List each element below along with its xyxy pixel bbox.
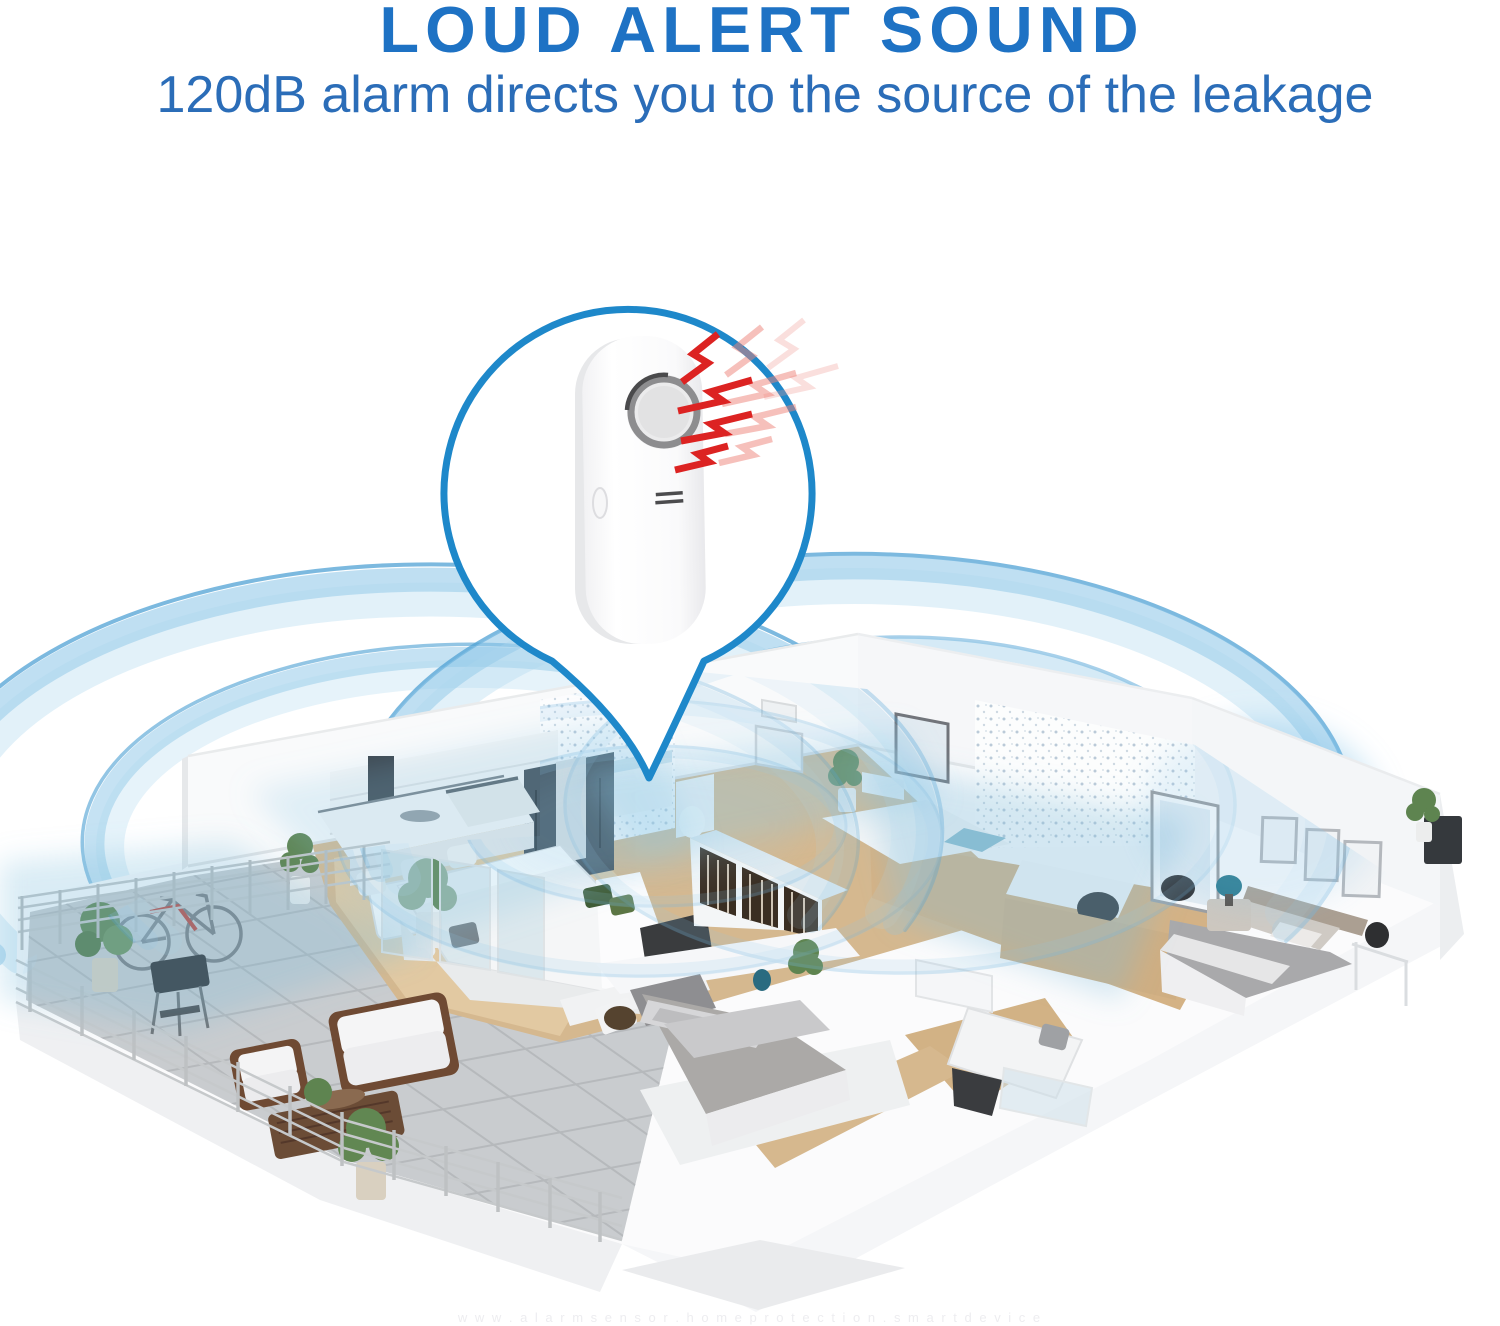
svg-text:w w w . a l a r m s e n s o r: w w w . a l a r m s e n s o r . h o m e … xyxy=(457,1310,1042,1325)
svg-text:LOUD ALERT SOUND: LOUD ALERT SOUND xyxy=(379,0,1144,66)
svg-text:120dB alarm directs you to the: 120dB alarm directs you to the source of… xyxy=(157,66,1374,124)
